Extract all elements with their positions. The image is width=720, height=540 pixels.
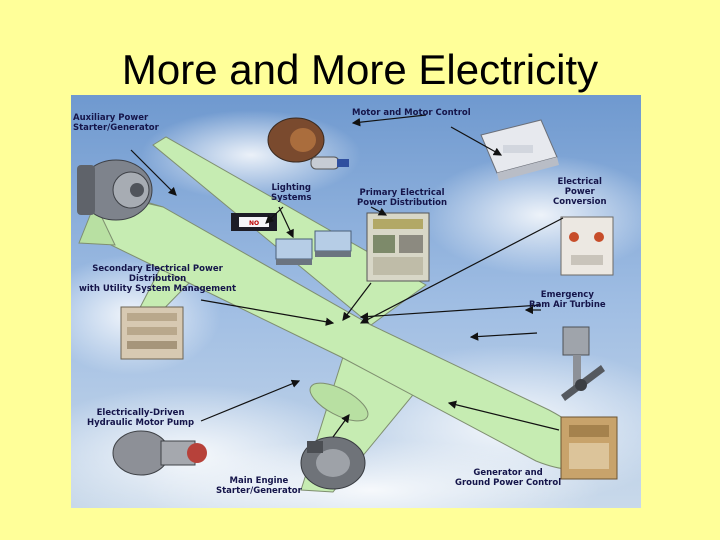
- label-generator-and-ground-power-control: Generator and Ground Power Control: [455, 468, 561, 488]
- label-lighting-systems: Lighting Systems: [271, 183, 311, 203]
- secondary-distribution-graphic: [121, 307, 183, 359]
- slide-title: More and More Electricity: [0, 42, 720, 98]
- gcu-graphic: [561, 417, 617, 479]
- aircraft-electrical-diagram: NO: [71, 95, 641, 508]
- label-main-engine-starter-generator: Main Engine Starter/Generator: [216, 476, 302, 496]
- power-conversion-graphic: [561, 217, 613, 275]
- main-engine-generator-graphic: [301, 437, 365, 489]
- primary-distribution-graphic: [367, 213, 429, 281]
- label-emergency-ram-air-turbine: Emergency Ram Air Turbine: [529, 290, 606, 310]
- label-primary-electrical-power-distribution: Primary Electrical Power Distribution: [357, 188, 447, 208]
- label-motor-and-motor-control: Motor and Motor Control: [352, 108, 471, 118]
- label-electrical-power-conversion: Electrical Power Conversion: [553, 177, 607, 207]
- svg-text:NO: NO: [249, 220, 259, 227]
- label-electrically-driven-hydraulic-motor-pump: Electrically-Driven Hydraulic Motor Pump: [87, 408, 194, 428]
- apu-generator-graphic: [77, 160, 152, 220]
- label-auxiliary-power-starter-generator: Auxiliary Power Starter/Generator: [73, 113, 159, 133]
- label-secondary-electrical-power-distribution: Secondary Electrical Power Distribution …: [79, 264, 236, 294]
